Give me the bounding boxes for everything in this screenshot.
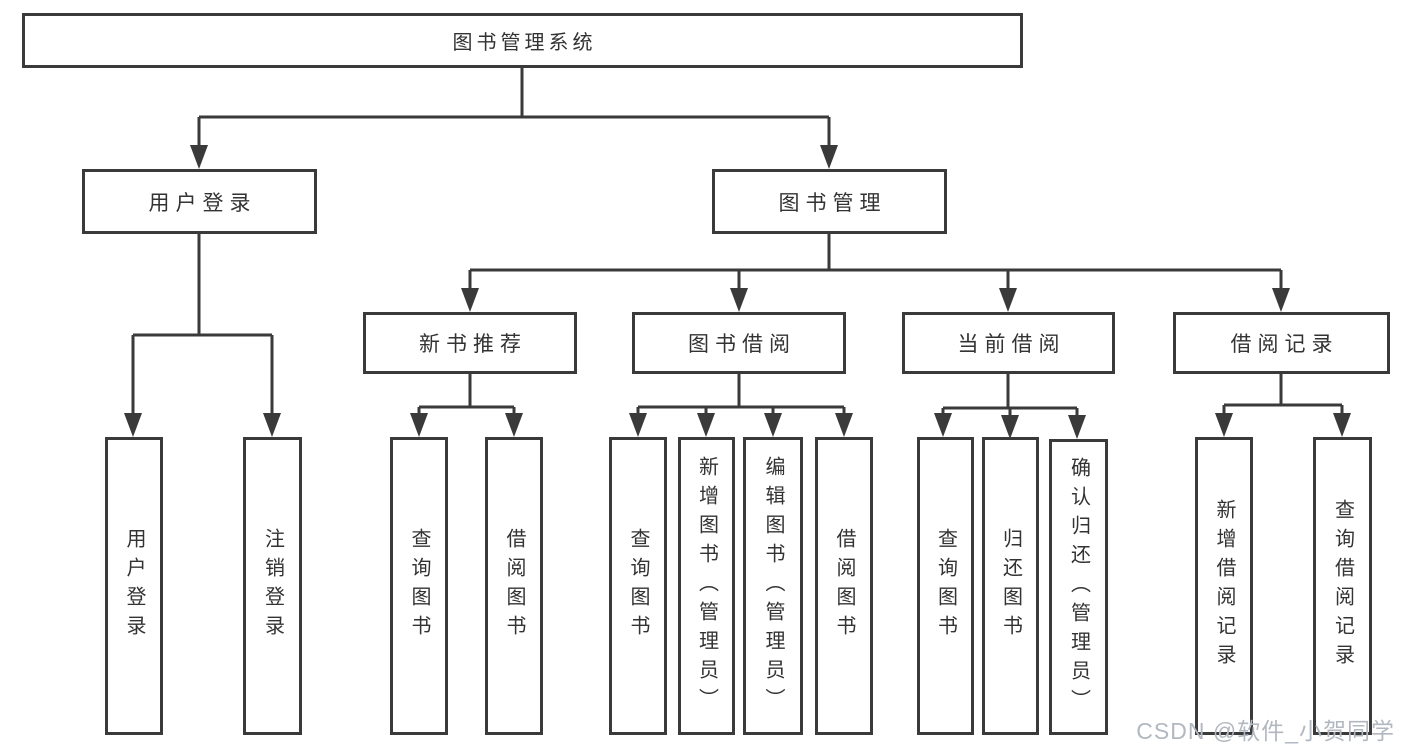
leaf-user-login: 用户登录	[105, 437, 163, 735]
leaf-bb-query-books: 查询图书	[609, 437, 667, 735]
leaf-bb-borrow-books: 借阅图书	[815, 437, 873, 735]
node-borrow-records: 借阅记录	[1173, 312, 1390, 374]
leaf-bb-edit-books-admin: 编辑图书（管理员）	[743, 437, 803, 735]
leaf-cb-confirm-return-admin: 确认归还（管理员）	[1049, 439, 1108, 735]
node-user-login: 用户登录	[82, 169, 317, 234]
node-current-borrow: 当前借阅	[902, 312, 1115, 374]
leaf-br-add-record: 新增借阅记录	[1195, 437, 1253, 735]
node-root: 图书管理系统	[22, 13, 1023, 68]
leaf-nb-borrow-books: 借阅图书	[485, 437, 543, 735]
leaf-logout: 注销登录	[243, 437, 302, 735]
leaf-bb-add-books-admin: 新增图书（管理员）	[678, 437, 735, 735]
leaf-br-query-record: 查询借阅记录	[1313, 437, 1372, 735]
node-book-management: 图书管理	[712, 169, 947, 234]
leaf-cb-query-books: 查询图书	[917, 437, 974, 735]
leaf-nb-query-books: 查询图书	[390, 437, 448, 735]
watermark: CSDN @软件_小贺同学	[1136, 718, 1395, 744]
leaf-cb-return-books: 归还图书	[982, 437, 1039, 735]
node-new-book-recommend: 新书推荐	[363, 312, 577, 374]
node-book-borrow: 图书借阅	[632, 312, 846, 374]
